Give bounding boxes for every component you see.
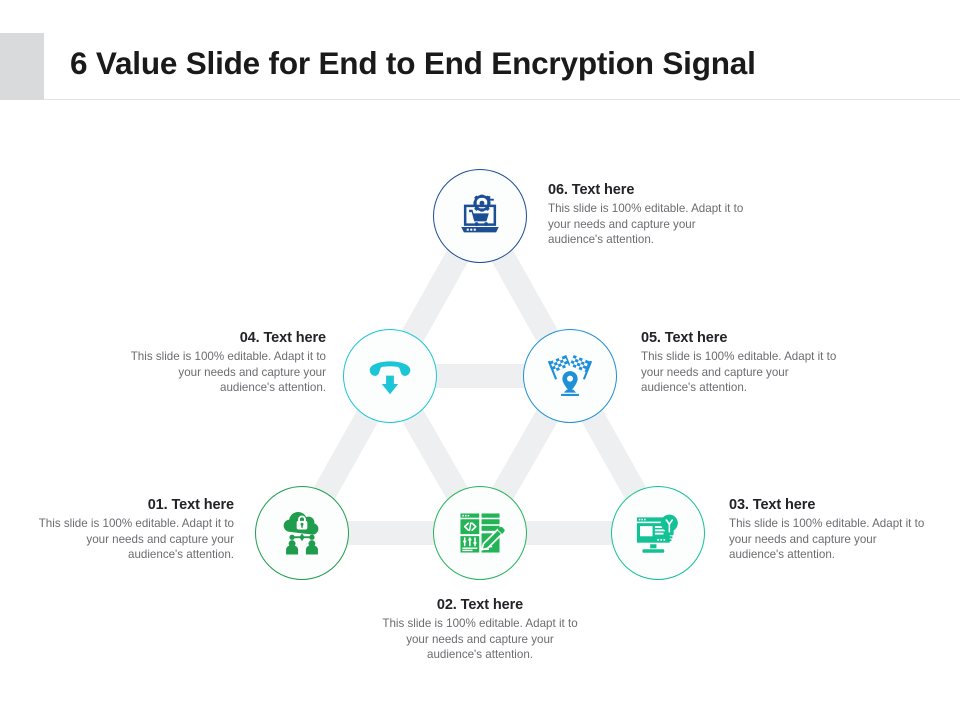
cloud-lock-users-icon [283, 511, 319, 555]
caption-01: 01. Text here This slide is 100% editabl… [36, 497, 234, 563]
node-02[interactable] [428, 481, 532, 585]
caption-06: 06. Text here This slide is 100% editabl… [548, 182, 748, 248]
monitor-lightbulb-icon [636, 514, 678, 553]
caption-05-body: This slide is 100% editable. Adapt it to… [641, 350, 837, 394]
caption-05: 05. Text here This slide is 100% editabl… [641, 330, 841, 396]
caption-06-title: 06. Text here [548, 182, 635, 198]
caption-04-body: This slide is 100% editable. Adapt it to… [130, 350, 326, 394]
header-divider [44, 99, 960, 100]
node-04-ring [343, 329, 437, 423]
node-03-ring [611, 486, 705, 580]
caption-06-body: This slide is 100% editable. Adapt it to… [548, 202, 744, 246]
caption-01-title: 01. Text here [147, 497, 234, 513]
checkered-flags-pin-icon [547, 354, 593, 396]
caption-02-title: 02. Text here [436, 597, 524, 613]
caption-03: 03. Text here This slide is 100% editabl… [729, 497, 927, 563]
node-04[interactable] [338, 324, 442, 428]
header-accent-block [0, 33, 44, 100]
page-title: 6 Value Slide for End to End Encryption … [70, 45, 756, 81]
caption-02-body: This slide is 100% editable. Adapt it to… [382, 617, 578, 661]
caption-04: 04. Text here This slide is 100% editabl… [130, 330, 326, 396]
diagram-canvas: 06. Text here This slide is 100% editabl… [0, 104, 960, 720]
node-03[interactable] [606, 481, 710, 585]
node-05-ring [523, 329, 617, 423]
phone-download-icon [369, 361, 411, 395]
code-web-design-icon [460, 513, 505, 553]
caption-02: 02. Text here This slide is 100% editabl… [382, 597, 578, 663]
node-06-ring [433, 169, 527, 263]
caption-05-title: 05. Text here [641, 330, 728, 346]
slide-header: 6 Value Slide for End to End Encryption … [0, 0, 960, 104]
laptop-cart-gear-icon [461, 194, 499, 233]
node-01-ring [255, 486, 349, 580]
caption-01-body: This slide is 100% editable. Adapt it to… [38, 517, 234, 561]
node-05[interactable] [518, 324, 622, 428]
caption-03-title: 03. Text here [729, 497, 816, 513]
node-02-ring [433, 486, 527, 580]
node-06[interactable] [428, 164, 532, 268]
caption-04-title: 04. Text here [239, 330, 326, 346]
caption-03-body: This slide is 100% editable. Adapt it to… [729, 517, 925, 561]
node-01[interactable] [250, 481, 354, 585]
